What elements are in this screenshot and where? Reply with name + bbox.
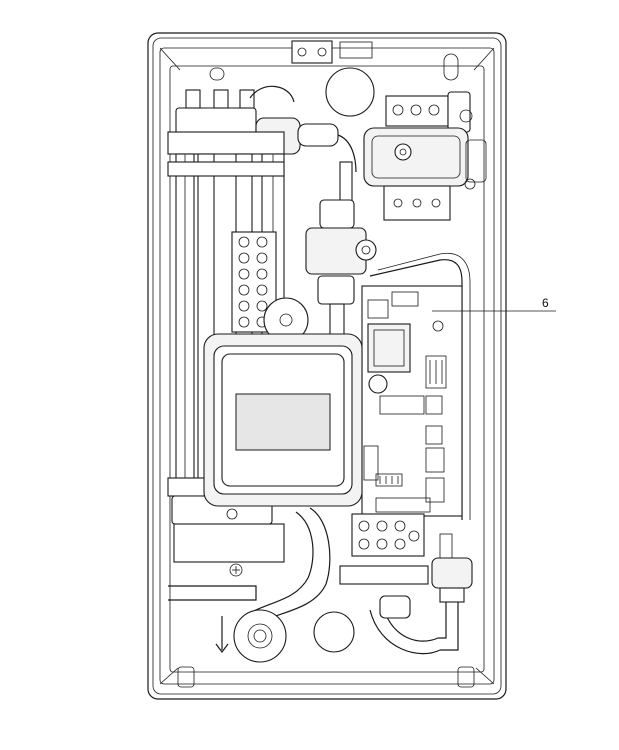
display-module-housing [203,297,363,507]
top-mounting-bracket [291,40,373,64]
safety-cutout-switch [363,127,487,221]
cold-water-inlet-pipe [215,507,331,663]
callout-label-6: 6 [542,296,549,310]
cable-entry-opening-bottom [313,611,355,653]
housing-back-panel [147,32,507,700]
lower-terminal-block [339,513,429,585]
hot-water-outlet-pipe [369,533,473,655]
cable-entry-opening-top [325,67,375,117]
lower-left-wiring [168,523,285,601]
electronic-control-board [361,285,463,517]
mains-terminal-block [385,91,473,133]
control-unit-mounting-frame [369,259,463,520]
outlet-pipe-and-flow-sensor [305,161,377,349]
display-window [235,393,331,451]
